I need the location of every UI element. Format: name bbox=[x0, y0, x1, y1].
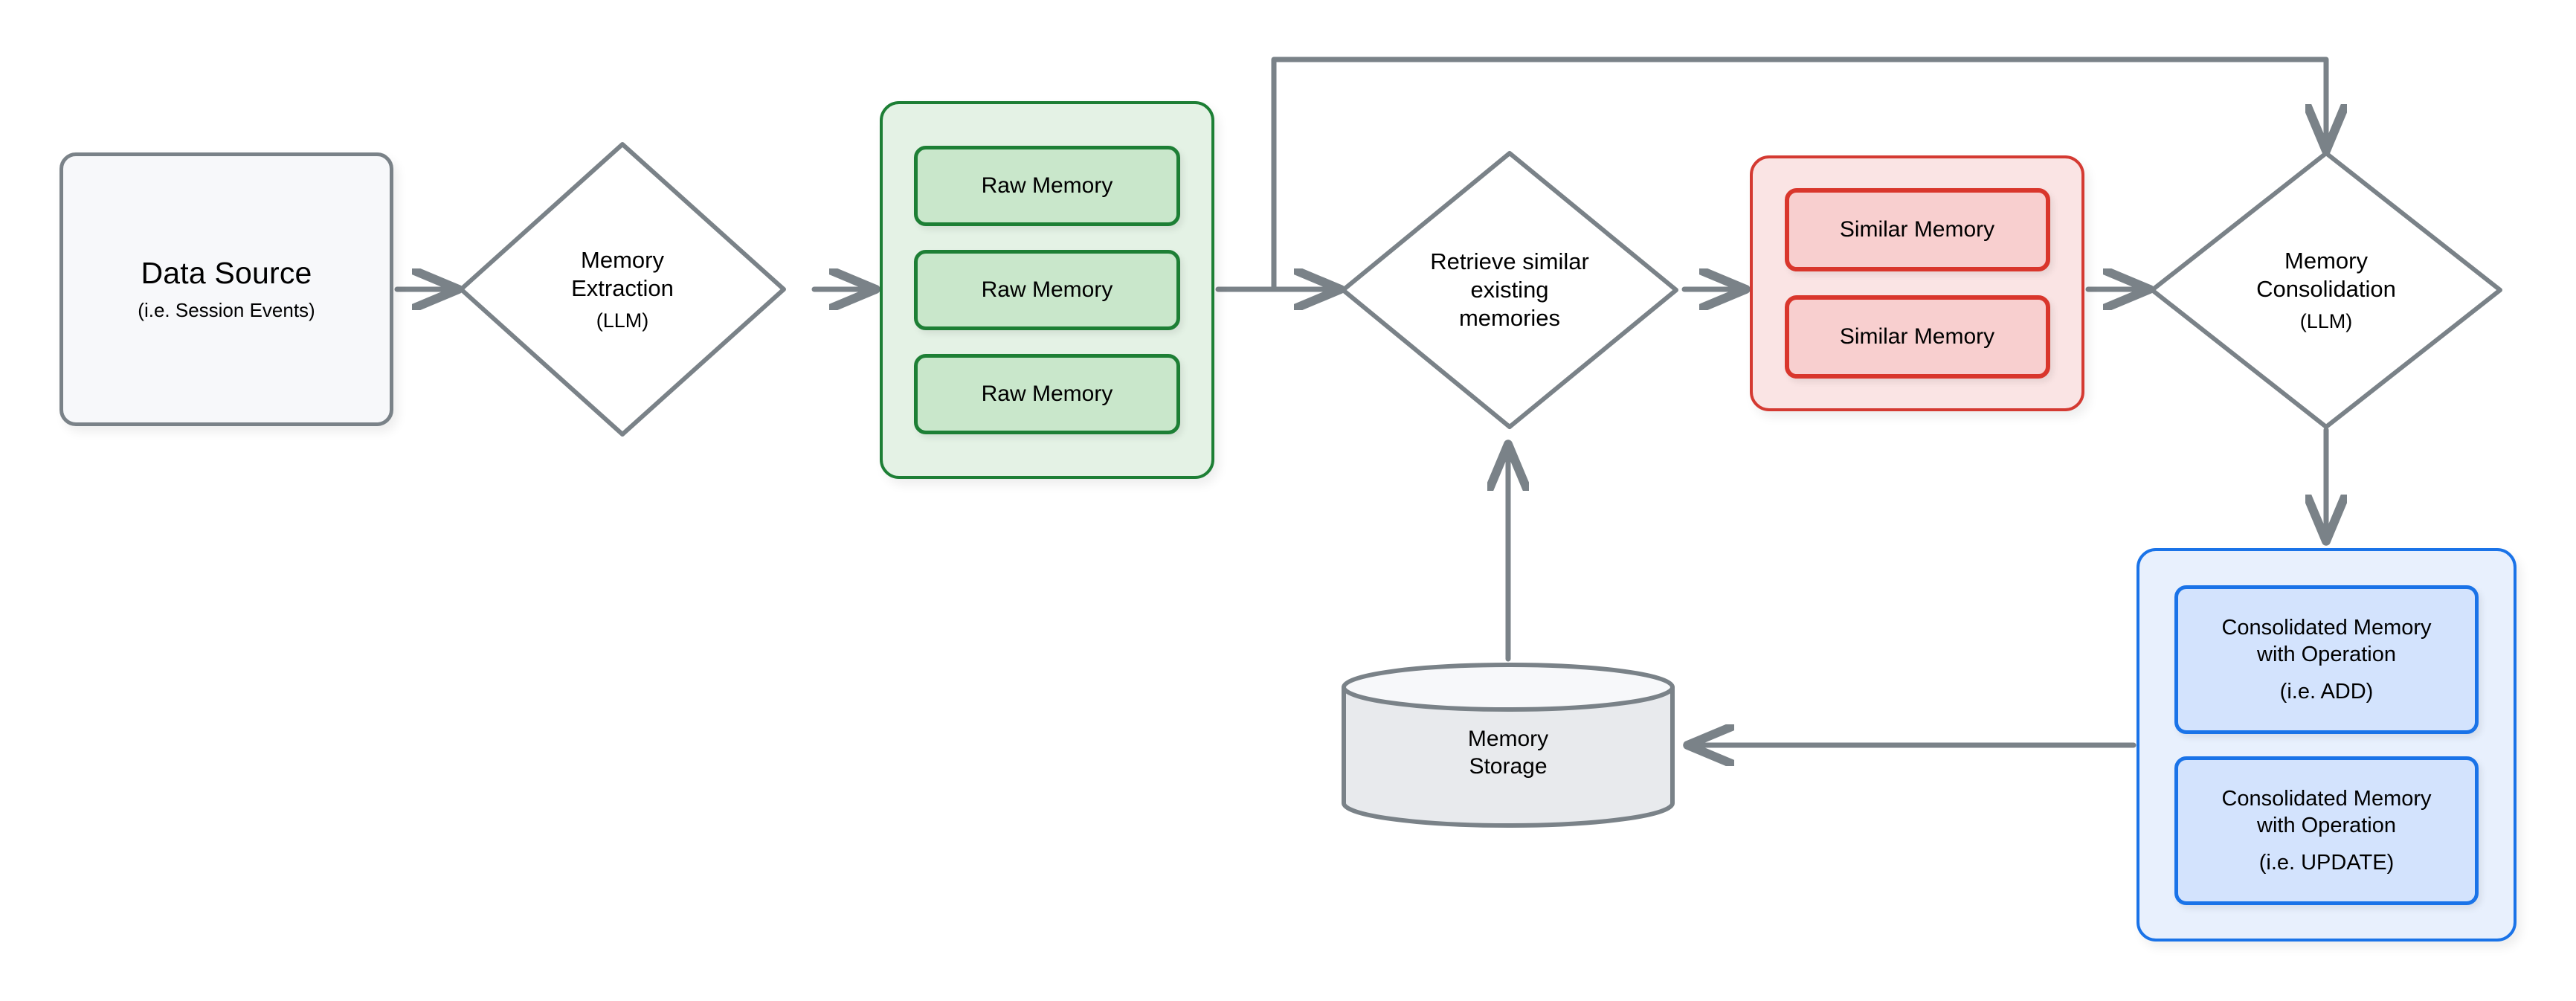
consolidated-memory-item-line2: with Operation bbox=[2257, 814, 2396, 837]
raw-memory-item-label: Raw Memory bbox=[981, 173, 1113, 198]
diamond-shape bbox=[459, 142, 786, 437]
diamond-shape bbox=[2150, 151, 2502, 429]
consolidated-memory-item[interactable]: Consolidated Memory with Operation (i.e.… bbox=[2174, 585, 2479, 734]
similar-memory-item-label: Similar Memory bbox=[1839, 217, 1995, 242]
consolidated-memory-item[interactable]: Consolidated Memory with Operation (i.e.… bbox=[2174, 756, 2479, 905]
consolidated-memory-item-line1: Consolidated Memory bbox=[2221, 615, 2432, 640]
consolidated-memory-group[interactable]: Consolidated Memory with Operation (i.e.… bbox=[2137, 548, 2517, 942]
data-source-node[interactable]: Data Source (i.e. Session Events) bbox=[59, 152, 393, 426]
memory-storage-node[interactable]: Memory Storage bbox=[1340, 662, 1676, 828]
raw-memory-item[interactable]: Raw Memory bbox=[914, 146, 1180, 226]
data-source-title: Data Source bbox=[141, 255, 312, 290]
data-source-subtitle: (i.e. Session Events) bbox=[138, 299, 315, 322]
raw-memory-item[interactable]: Raw Memory bbox=[914, 250, 1180, 330]
similar-memory-item[interactable]: Similar Memory bbox=[1784, 188, 2050, 271]
memory-consolidation-node[interactable]: Memory Consolidation (LLM) bbox=[2148, 149, 2505, 431]
similar-memory-item[interactable]: Similar Memory bbox=[1784, 295, 2050, 379]
similar-memory-group[interactable]: Similar Memory Similar Memory bbox=[1750, 155, 2084, 411]
consolidated-memory-item-operation: (i.e. ADD) bbox=[2279, 680, 2374, 704]
memory-extraction-node[interactable]: Memory Extraction (LLM) bbox=[457, 140, 788, 439]
raw-memory-group[interactable]: Raw Memory Raw Memory Raw Memory bbox=[880, 101, 1214, 479]
raw-memory-item-label: Raw Memory bbox=[981, 277, 1113, 302]
consolidated-memory-item-operation: (i.e. UPDATE) bbox=[2258, 851, 2395, 875]
raw-memory-item-label: Raw Memory bbox=[981, 382, 1113, 406]
cylinder-shape bbox=[1342, 663, 1675, 828]
consolidated-memory-item-line1: Consolidated Memory bbox=[2221, 786, 2432, 811]
consolidated-memory-item-line2: with Operation bbox=[2257, 643, 2396, 666]
raw-memory-item[interactable]: Raw Memory bbox=[914, 354, 1180, 434]
diamond-shape bbox=[1341, 151, 1678, 429]
retrieve-similar-node[interactable]: Retrieve similar existing memories bbox=[1339, 149, 1681, 431]
similar-memory-item-label: Similar Memory bbox=[1839, 324, 1995, 349]
